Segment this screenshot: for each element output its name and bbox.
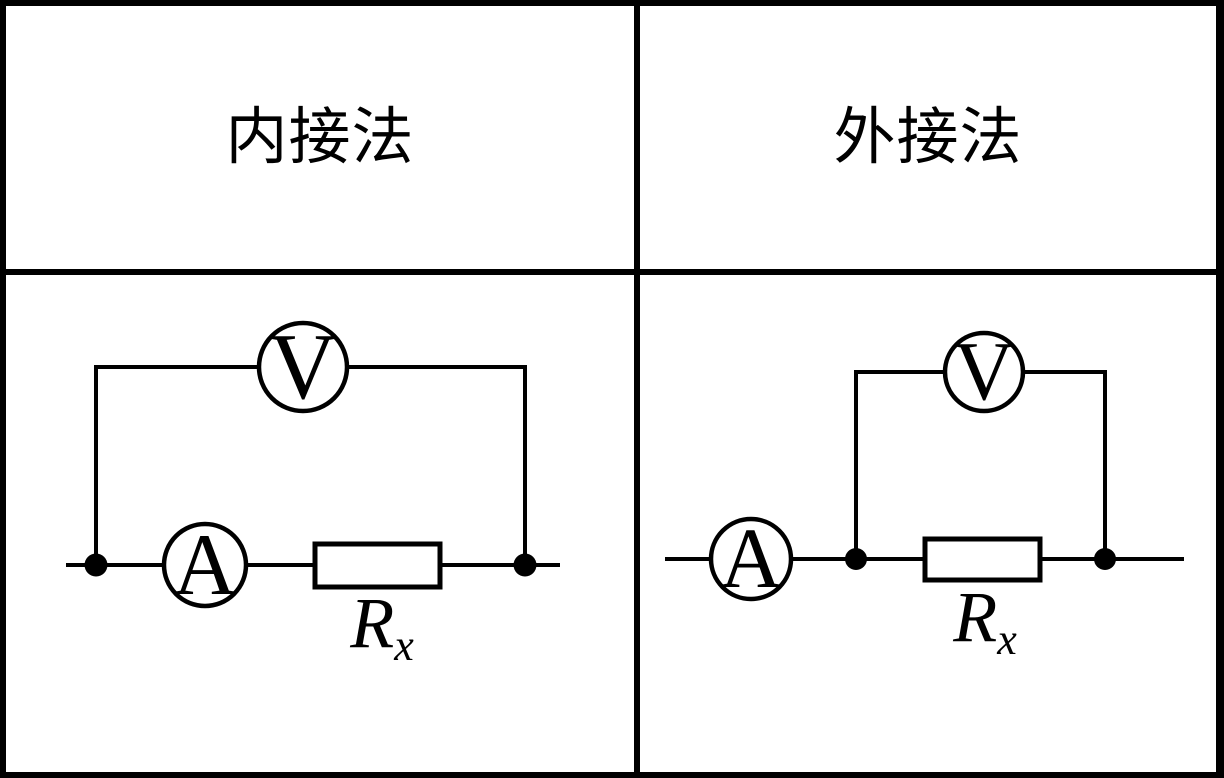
voltmeter-circle — [942, 330, 1026, 414]
table-divider-vertical-bottom — [634, 275, 640, 772]
resistor-symbol: R — [349, 583, 394, 663]
voltmeter-icon: V — [942, 325, 1026, 418]
resistor-icon — [312, 541, 443, 590]
table-divider-horizontal-left — [6, 269, 634, 275]
circuit-cell-internal-method: V A Rx — [6, 275, 634, 772]
ammeter-icon: A — [161, 517, 249, 614]
table-divider-horizontal-right — [640, 269, 1216, 275]
table-divider-cross — [634, 269, 640, 275]
resistor-subscript: x — [996, 615, 1017, 664]
junction-dot-right — [1094, 548, 1116, 570]
ammeter-label: A — [173, 517, 237, 614]
junction-dot-right — [513, 553, 537, 577]
resistor-subscript: x — [393, 621, 414, 670]
resistor-icon — [922, 536, 1043, 583]
ammeter-label: A — [720, 510, 782, 606]
header-cell-external-method: 外接法 — [640, 6, 1216, 269]
ammeter-icon: A — [708, 510, 794, 606]
ammeter-circle — [708, 516, 794, 602]
circuit-cell-external-method: A V Rx — [640, 275, 1216, 772]
ammeter-internal-circuit-diagram: V A Rx — [66, 315, 560, 670]
voltmeter-icon: V — [256, 315, 350, 419]
resistor-label: Rx — [349, 583, 414, 670]
voltmeter-label: V — [954, 325, 1015, 418]
header-cell-internal-method: 内接法 — [6, 6, 634, 269]
ammeter-external-circuit-diagram: A V Rx — [665, 325, 1184, 664]
resistor-label: Rx — [952, 577, 1017, 664]
internal-method-title: 内接法 — [225, 103, 415, 172]
junction-dot-left — [845, 548, 867, 570]
table-divider-vertical-top — [634, 6, 640, 269]
resistor-symbol: R — [952, 577, 997, 657]
voltmeter-circle — [256, 320, 350, 414]
voltmeter-label: V — [269, 315, 337, 419]
ammeter-circle — [161, 521, 249, 609]
external-method-title: 外接法 — [833, 103, 1023, 172]
junction-dot-left — [84, 553, 108, 577]
